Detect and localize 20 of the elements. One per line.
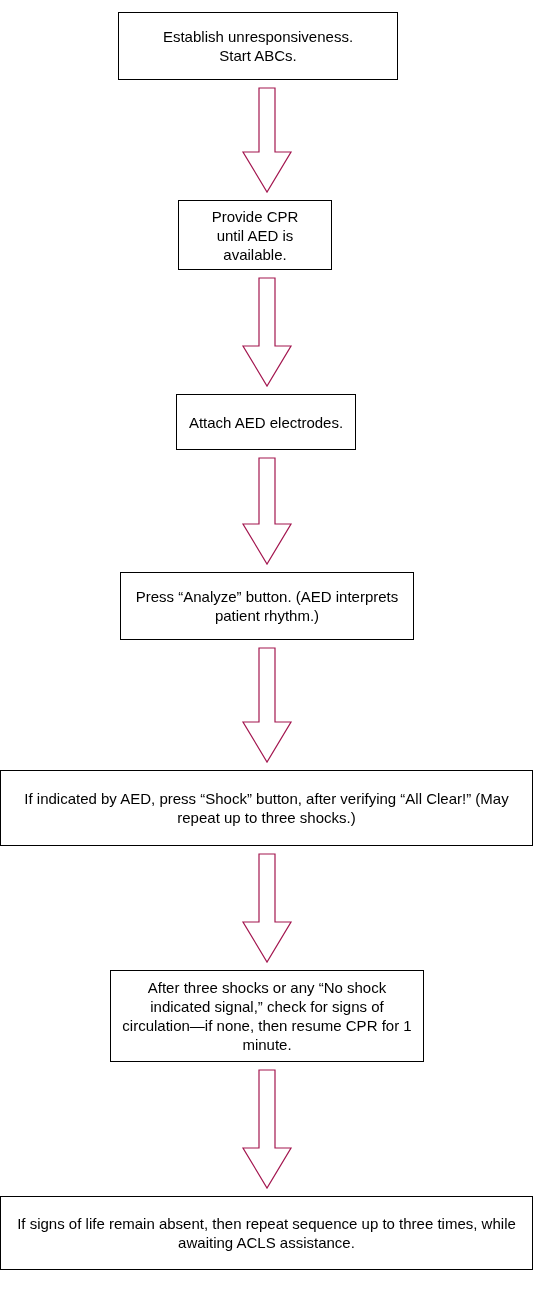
step-text: Provide CPR until AED is available. — [210, 206, 300, 264]
process-box — [120, 572, 414, 640]
process-box — [176, 394, 356, 450]
hollow-arrow — [241, 853, 293, 964]
hollow-arrow — [241, 647, 293, 764]
process-box — [0, 1196, 533, 1270]
hollow-arrow — [241, 87, 293, 194]
hollow-arrow — [241, 1069, 293, 1190]
step-text: If indicated by AED, press “Shock” button, after verifying “All Clear!” (May repeat up to three shocks.) — [23, 789, 510, 827]
step-text: Press “Analyze” button. (AED interprets patient rhythm.) — [134, 587, 400, 625]
step-text: Attach AED electrodes. — [188, 412, 344, 432]
step-text: If signs of life remain absent, then repeat sequence up to three times, while awaiting ACLS assistance. — [16, 1214, 517, 1252]
process-box — [118, 12, 398, 80]
process-box — [0, 770, 533, 846]
step-text: Establish unresponsiveness. Start ABCs. — [161, 27, 355, 65]
process-box — [178, 200, 332, 270]
hollow-arrow — [241, 457, 293, 566]
hollow-arrow — [241, 277, 293, 388]
step-text: After three shocks or any “No shock indicated signal,” check for signs of circulation—if none, then resume CPR for 1 minute. — [121, 978, 413, 1054]
process-box — [110, 970, 424, 1062]
